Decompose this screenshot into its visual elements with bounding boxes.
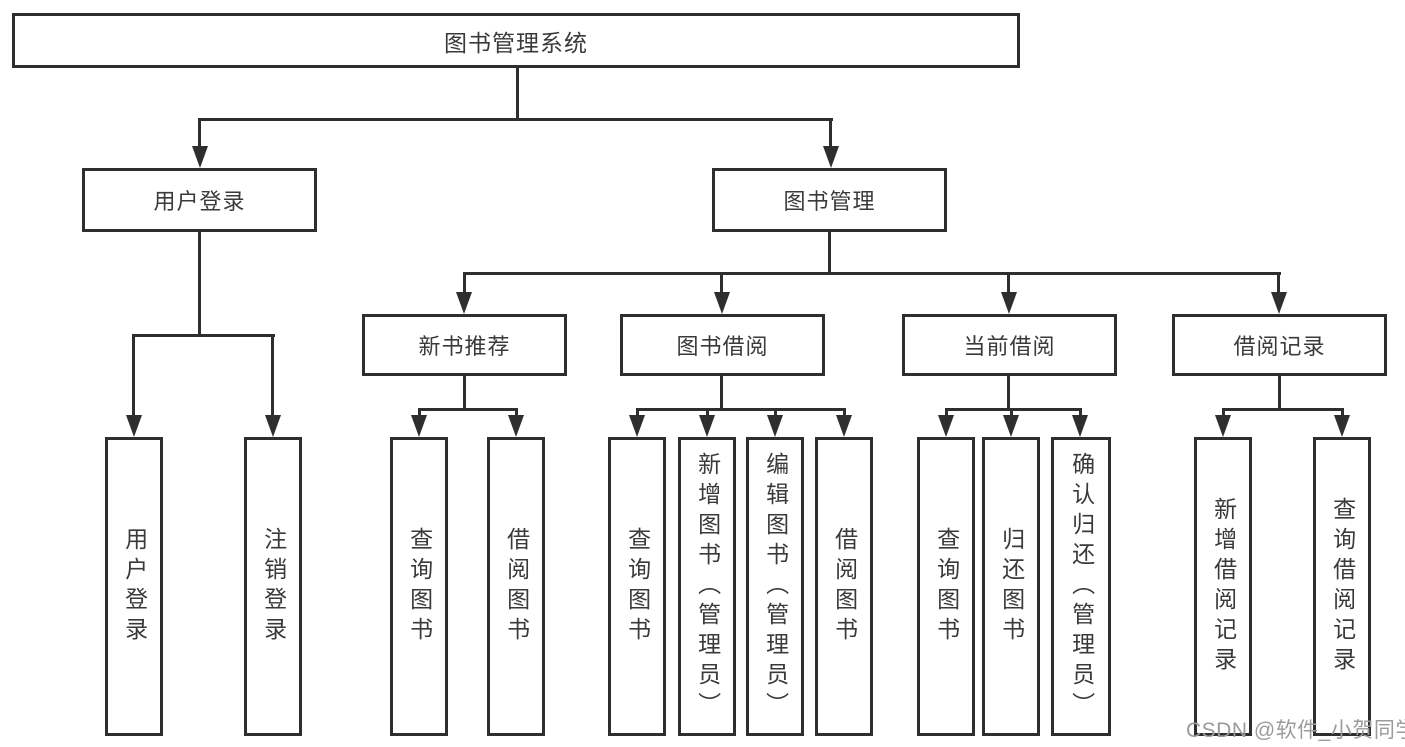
- connector-current-borrow-drop: [1007, 376, 1010, 410]
- leaf-records-add-record-label: 新增借阅记录: [1210, 496, 1237, 677]
- node-root-label: 图书管理系统: [444, 29, 588, 56]
- arrow-nb-query: [411, 415, 427, 437]
- leaf-current-query-books: 查询图书: [917, 437, 975, 736]
- connector-book-management-drop: [828, 232, 831, 274]
- stem: [515, 408, 518, 418]
- node-new-book-recommend: 新书推荐: [362, 314, 567, 376]
- leaf-newbook-borrow-books: 借阅图书: [487, 437, 545, 736]
- arrow-cb-return: [1003, 415, 1019, 437]
- arrow-bb-borrow: [836, 415, 852, 437]
- leaf-current-confirm-return-admin: 确认归还（管理员）: [1051, 437, 1111, 736]
- arrow-user-login: [192, 146, 208, 168]
- connector-borrow-records-rail: [1222, 408, 1344, 411]
- node-current-borrowing: 当前借阅: [902, 314, 1117, 376]
- node-user-login-label: 用户登录: [153, 189, 246, 214]
- arrow-br-query: [1334, 415, 1350, 437]
- leaf-records-query-record: 查询借阅记录: [1313, 437, 1371, 736]
- connector-current-borrow-rail: [945, 408, 1082, 411]
- connector-level3-rail: [463, 272, 1281, 275]
- leaf-borrowing-borrow-books: 借阅图书: [815, 437, 873, 736]
- stem: [636, 408, 639, 418]
- connector-stem-user-login: [198, 118, 201, 150]
- node-current-borrowing-label: 当前借阅: [963, 334, 1056, 359]
- leaf-current-confirm-return-admin-label: 确认归还（管理员）: [1068, 451, 1095, 722]
- leaf-borrowing-borrow-books-label: 借阅图书: [831, 526, 858, 647]
- node-borrow-records-label: 借阅记录: [1233, 334, 1326, 359]
- stem: [418, 408, 421, 418]
- leaf-borrowing-add-books-admin: 新增图书（管理员）: [678, 437, 736, 736]
- connector-new-book-drop: [463, 376, 466, 410]
- arrow-book-borrow: [714, 292, 730, 314]
- leaf-borrowing-query-books-label: 查询图书: [624, 526, 651, 647]
- connector-borrow-records-drop: [1278, 376, 1281, 410]
- stem: [1341, 408, 1344, 418]
- arrow-new-book: [456, 292, 472, 314]
- leaf-newbook-query-books: 查询图书: [390, 437, 448, 736]
- arrow-bb-add: [699, 415, 715, 437]
- leaf-borrowing-edit-books-admin: 编辑图书（管理员）: [746, 437, 804, 736]
- connector-book-borrow-rail: [636, 408, 846, 411]
- arrow-bb-query: [629, 415, 645, 437]
- leaf-records-query-record-label: 查询借阅记录: [1329, 496, 1356, 677]
- arrow-leaf-logout: [265, 415, 281, 437]
- connector-user-login-drop: [198, 232, 201, 337]
- arrow-nb-borrow: [508, 415, 524, 437]
- leaf-current-query-books-label: 查询图书: [933, 526, 960, 647]
- leaf-newbook-query-books-label: 查询图书: [406, 526, 433, 647]
- arrow-cb-confirm: [1072, 415, 1088, 437]
- stem: [843, 408, 846, 418]
- connector-stem-book-borrow: [720, 272, 723, 296]
- csdn-watermark: CSDN @软件_小贺同学: [1186, 719, 1405, 742]
- node-book-borrowing: 图书借阅: [620, 314, 825, 376]
- leaf-current-return-books-label: 归还图书: [998, 526, 1025, 647]
- stem: [1010, 408, 1013, 418]
- connector-stem-leaf-logout: [271, 334, 274, 419]
- leaf-borrowing-edit-books-admin-label: 编辑图书（管理员）: [762, 451, 789, 722]
- leaf-borrowing-add-books-admin-label: 新增图书（管理员）: [694, 451, 721, 722]
- stem: [774, 408, 777, 418]
- stem: [706, 408, 709, 418]
- node-user-login: 用户登录: [82, 168, 317, 232]
- leaf-current-return-books: 归还图书: [982, 437, 1040, 736]
- stem: [1079, 408, 1082, 418]
- connector-stem-leaf-login: [132, 334, 135, 419]
- connector-stem-new-book: [463, 272, 466, 296]
- arrow-leaf-login: [126, 415, 142, 437]
- node-borrow-records: 借阅记录: [1172, 314, 1387, 376]
- stem: [945, 408, 948, 418]
- node-root-library-system: 图书管理系统: [12, 13, 1020, 68]
- arrow-cb-query: [938, 415, 954, 437]
- node-new-book-recommend-label: 新书推荐: [418, 334, 511, 359]
- connector-stem-current-borrow: [1007, 272, 1010, 296]
- node-book-management: 图书管理: [712, 168, 947, 232]
- arrow-current-borrow: [1001, 292, 1017, 314]
- leaf-logout: 注销登录: [244, 437, 302, 736]
- leaf-records-add-record: 新增借阅记录: [1194, 437, 1252, 736]
- node-book-borrowing-label: 图书借阅: [676, 334, 769, 359]
- node-book-management-label: 图书管理: [783, 189, 876, 214]
- connector-level2-rail: [198, 118, 833, 121]
- leaf-logout-label: 注销登录: [260, 526, 287, 647]
- arrow-bb-edit: [767, 415, 783, 437]
- leaf-user-login: 用户登录: [105, 437, 163, 736]
- connector-user-login-rail: [132, 334, 275, 337]
- arrow-book-management: [823, 146, 839, 168]
- connector-stem-book-management: [829, 118, 832, 150]
- arrow-borrow-records: [1271, 292, 1287, 314]
- leaf-user-login-label: 用户登录: [121, 526, 148, 647]
- connector-book-borrow-drop: [720, 376, 723, 410]
- leaf-newbook-borrow-books-label: 借阅图书: [503, 526, 530, 647]
- arrow-br-add: [1215, 415, 1231, 437]
- connector-stem-borrow-records: [1277, 272, 1280, 296]
- connector-new-book-rail: [418, 408, 518, 411]
- connector-root-drop: [516, 66, 519, 120]
- stem: [1222, 408, 1225, 418]
- leaf-borrowing-query-books: 查询图书: [608, 437, 666, 736]
